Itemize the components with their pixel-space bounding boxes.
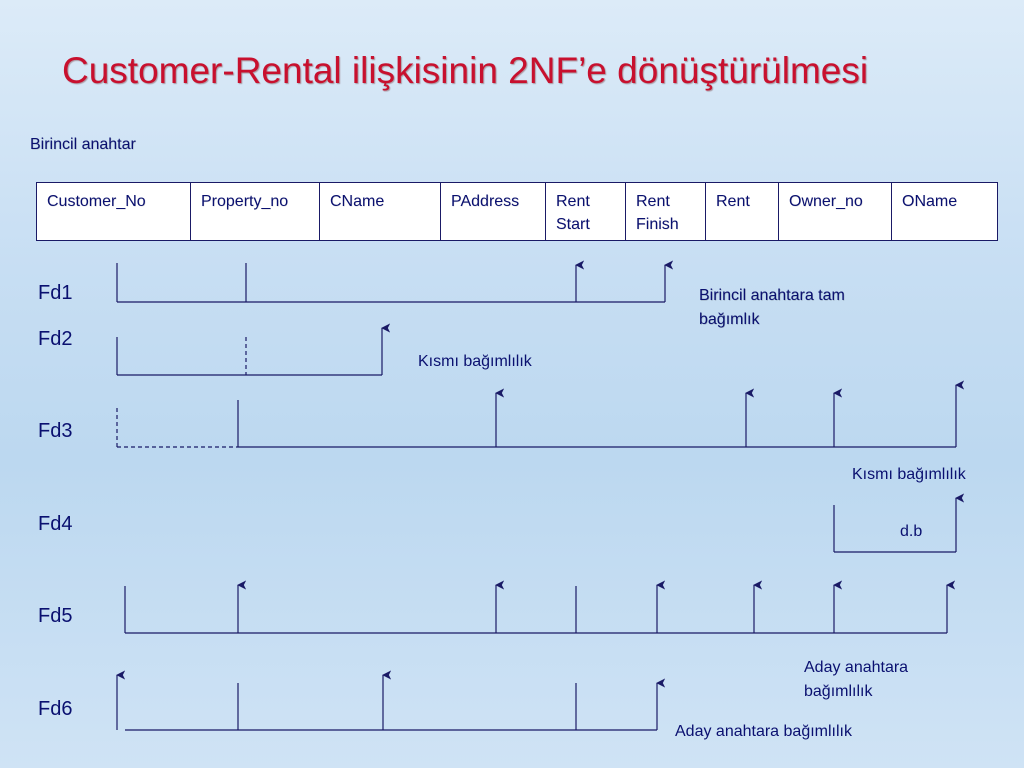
fd6-lines — [116, 670, 666, 731]
attribute-cname: CName — [319, 182, 441, 241]
primary-key-label: Birincil anahtar — [30, 136, 136, 153]
attribute-rent-start: Rent Start — [545, 182, 626, 241]
partial-dependency-note-1: Kısmı bağımlılık — [418, 353, 532, 370]
full-dependency-note: Birincil anahtara tam bağımlık — [699, 287, 845, 328]
partial-dependency-note-2: Kısmı bağımlılık — [852, 466, 966, 483]
fd4-lines — [833, 493, 965, 553]
attribute-property-no: Property_no — [190, 182, 320, 241]
attribute-oname: OName — [891, 182, 998, 241]
candidate-key-note-2: Aday anahtara bağımlılık — [675, 723, 852, 740]
attribute-owner-no: Owner_no — [778, 182, 892, 241]
fd3-lines — [116, 380, 965, 448]
attribute-row: Customer_No Property_no CName PAddress R… — [36, 182, 998, 241]
candidate-key-note-1: Aday anahtara bağımlılık — [804, 659, 909, 700]
attribute-rent-finish: Rent Finish — [625, 182, 706, 241]
attribute-table: Customer_No Property_no CName PAddress R… — [36, 182, 998, 241]
page-title: Customer-Rental ilişkisinin 2NF’e dönüşt… — [62, 50, 869, 91]
fd4-label: Fd4 — [38, 513, 73, 535]
attribute-paddress: PAddress — [440, 182, 546, 241]
fd2-label: Fd2 — [38, 328, 73, 350]
fd1-label: Fd1 — [38, 282, 73, 304]
attribute-customer-no: Customer_No — [36, 182, 191, 241]
fd5-label: Fd5 — [38, 605, 73, 627]
transitive-note: d.b — [900, 523, 923, 540]
fd2-lines — [116, 323, 391, 376]
fd3-label: Fd3 — [38, 420, 73, 442]
fd1-lines — [116, 260, 674, 303]
fd6-label: Fd6 — [38, 698, 73, 720]
fd5-lines — [124, 580, 956, 634]
